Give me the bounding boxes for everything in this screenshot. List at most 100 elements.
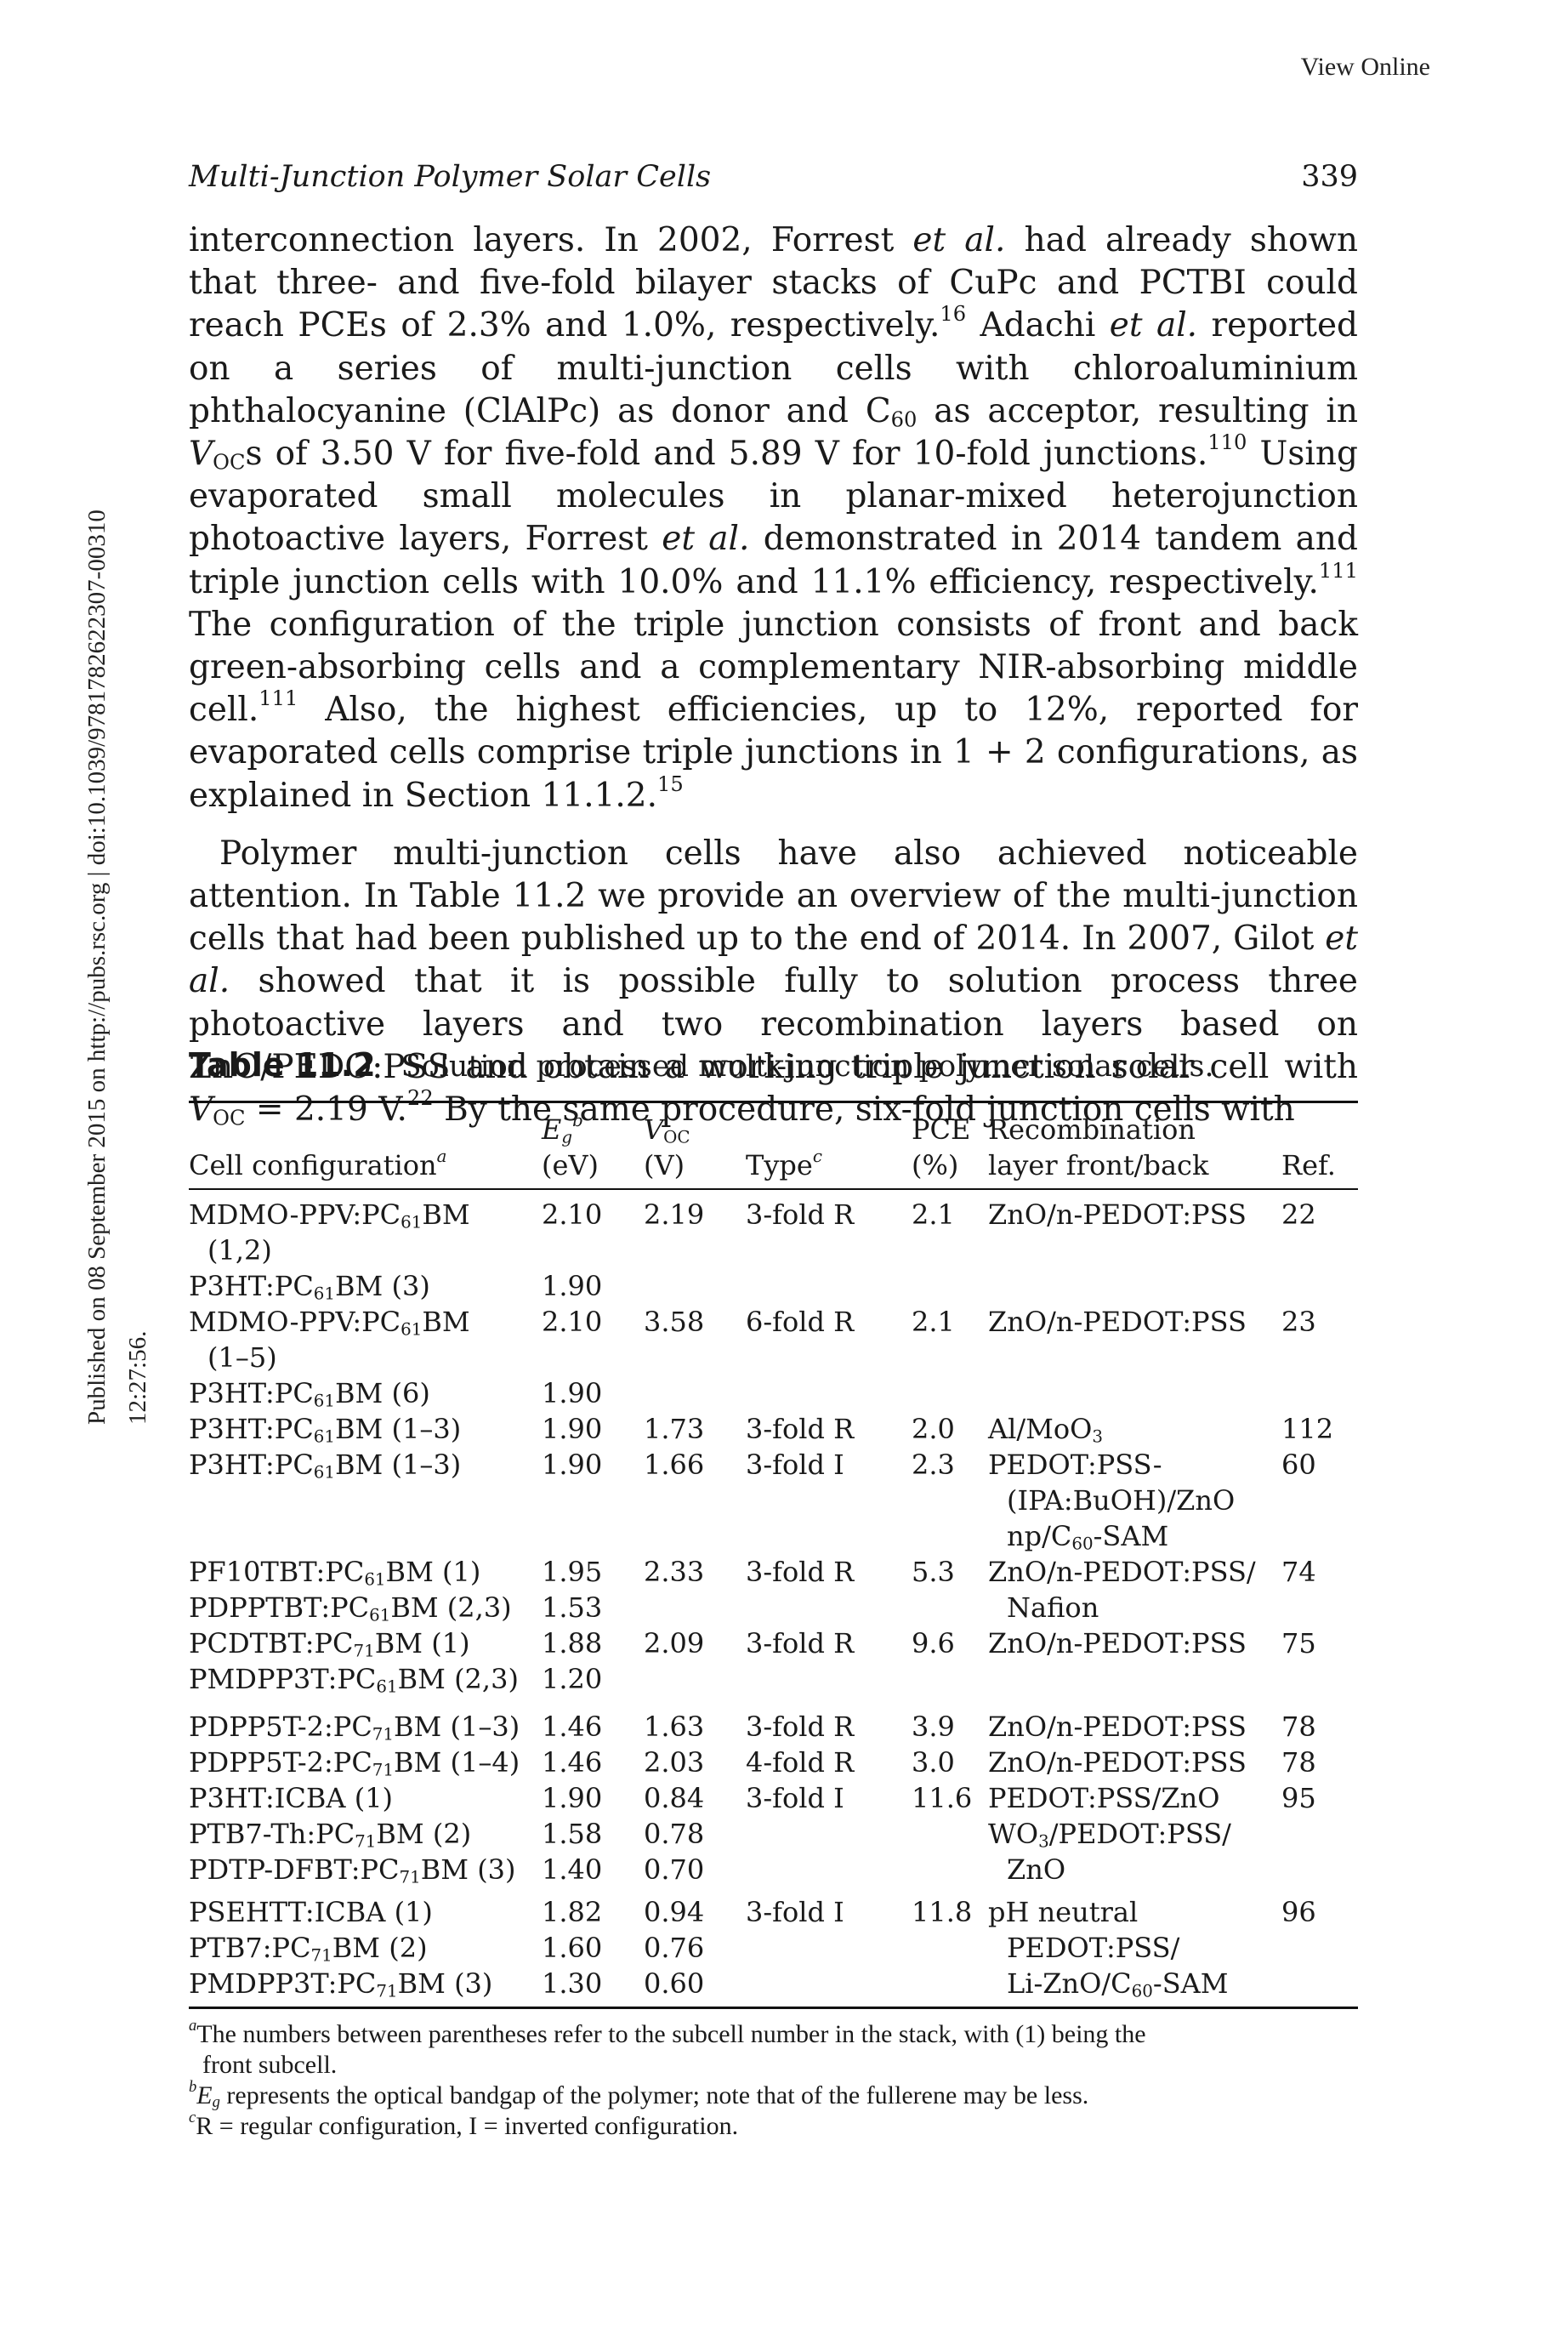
text-run: Also, the highest efficiencies, up to 12… [189,691,1358,815]
cell-config: P3HT:PC61BM (1–3) [189,1413,462,1447]
table-footnotes: aThe numbers between parentheses refer t… [189,2017,1358,2142]
table-row: P3HT:PC61BM (3) 1.90 [189,1268,1358,1304]
cell-voc: 3.58 [644,1306,705,1338]
running-title: Multi-Junction Polymer Solar Cells [189,160,712,194]
subscript: 60 [890,407,918,432]
cell-recombination: Li-ZnO/C60-SAM [1007,1967,1229,2001]
cell-ref: 96 [1281,1896,1316,1928]
cell-eg: 1.90 [542,1270,603,1302]
et-al: et al. [912,221,1006,259]
table-row: P3HT:ICBA (1) 1.90 0.84 3-fold I 11.6 PE… [189,1780,1358,1816]
cell-pce: 11.8 [912,1896,973,1928]
cell-eg: 1.90 [542,1449,603,1481]
data-table: Cell configurationa Egb(eV) VOC(V) Typec… [189,1103,1358,2007]
cell-eg: 1.60 [542,1932,603,1964]
cell-voc: 1.63 [644,1711,705,1743]
et-al: et al. [662,520,750,559]
citation-ref[interactable]: 111 [1318,558,1358,583]
cell-eg: 1.40 [542,1853,603,1886]
cell-eg: 2.10 [542,1306,603,1338]
cell-eg: 1.30 [542,1967,603,2000]
footnote-c: cR = regular configuration, I = inverted… [189,2109,739,2140]
cell-ref: 78 [1281,1711,1316,1743]
header-voc: VOC(V) [644,1113,690,1181]
voc-symbol: V [189,435,213,474]
citation-ref[interactable]: 110 [1207,430,1247,454]
cell-recombination: Nafion [1007,1591,1099,1624]
cell-config: PTB7-Th:PC71BM (2) [189,1818,472,1852]
cell-pce: 11.6 [912,1782,973,1814]
et-al: et al. [1109,306,1198,345]
text-run: By the same procedure, six-fold junction… [433,1090,1295,1130]
cell-pce: 5.3 [912,1556,955,1588]
table-row: PDPPTBT:PC61BM (2,3) 1.53 Nafion [189,1590,1358,1625]
cell-voc: 2.03 [644,1746,705,1779]
cell-config: PTB7:PC71BM (2) [189,1932,428,1966]
text-run: s of 3.50 V for five-fold and 5.89 V for… [245,435,1208,474]
header-eg: Egb(eV) [542,1111,599,1181]
cell-type: 3-fold I [746,1782,844,1814]
table-row: PCDTBT:PC71BM (1) 1.88 2.09 3-fold R 9.6… [189,1625,1358,1661]
subscript: OC [213,1106,246,1130]
cell-recombination: ZnO/n-PEDOT:PSS/ [988,1556,1256,1588]
text-run: Adachi [966,306,1110,345]
side-margin-line-1: Published on 08 September 2015 on http:/… [83,509,111,1425]
cell-recombination: ZnO/n-PEDOT:PSS [988,1306,1247,1338]
cell-recombination: ZnO/n-PEDOT:PSS [988,1746,1247,1779]
et-al: et al. [189,919,1358,1001]
citation-ref[interactable]: 15 [657,771,684,796]
cell-eg: 1.90 [542,1782,603,1814]
text-run: reported on a series of multi-junction c… [189,306,1359,430]
cell-ref: 112 [1281,1413,1334,1445]
voc-symbol: V [189,1090,213,1130]
table-row: PDPP5T-2:PC71BM (1–4) 1.46 2.03 4-fold R… [189,1745,1358,1780]
cell-voc: 1.73 [644,1413,705,1445]
table-row: MDMO-PPV:PC61BM(1,2) 2.10 2.19 3-fold R … [189,1189,1358,1268]
cell-pce: 2.3 [912,1449,955,1481]
view-online-link[interactable]: View Online [1300,53,1430,81]
text-run: had already shown that three- and five-f… [189,221,1358,345]
cell-config: P3HT:PC61BM (3) [189,1270,430,1304]
cell-recombination: ZnO/n-PEDOT:PSS [988,1627,1247,1659]
table-header-row: Cell configurationa Egb(eV) VOC(V) Typec… [189,1103,1358,1189]
cell-voc: 0.70 [644,1853,705,1886]
text-run: as acceptor, resulting in [917,391,1359,430]
cell-eg: 1.88 [542,1627,603,1659]
cell-config: P3HT:PC61BM (1–3) [189,1449,462,1483]
table-bottom-rule [189,2007,1358,2009]
cell-eg: 1.46 [542,1711,603,1743]
cell-pce: 3.9 [912,1711,955,1743]
cell-eg: 2.10 [542,1198,603,1231]
cell-pce: 2.0 [912,1413,955,1445]
table-row: P3HT:PC61BM (1–3) 1.90 1.73 3-fold R 2.0… [189,1411,1358,1447]
page-number: 339 [1301,160,1358,194]
cell-recombination: PEDOT:PSS/ [1007,1932,1180,1964]
cell-config: MDMO-PPV:PC61BM(1,2) [189,1198,470,1267]
table-row: P3HT:PC61BM (1–3) 1.90 1.66 3-fold I 2.3… [189,1447,1358,1554]
table-row: PMDPP3T:PC71BM (3) 1.30 0.60 Li-ZnO/C60-… [189,1966,1358,2007]
cell-pce: 2.1 [912,1306,955,1338]
footnote-a: aThe numbers between parentheses refer t… [189,2017,1146,2048]
citation-ref[interactable]: 22 [406,1085,434,1110]
cell-ref: 22 [1281,1198,1316,1231]
cell-type: 3-fold R [746,1627,855,1659]
text-run: The configuration of the triple junction… [189,605,1358,730]
cell-ref: 95 [1281,1782,1316,1814]
text-run: Using evaporated small molecules in plan… [189,435,1358,559]
cell-voc: 2.09 [644,1627,705,1659]
citation-ref[interactable]: 16 [940,302,967,327]
cell-type: 3-fold R [746,1413,855,1445]
cell-config: MDMO-PPV:PC61BM(1–5) [189,1306,470,1374]
header-cell-configuration: Cell configurationa [189,1147,447,1181]
cell-type: 3-fold R [746,1711,855,1743]
table-caption-text: Solution processed multi-junction polyme… [401,1050,1214,1084]
citation-ref[interactable]: 111 [258,686,298,711]
header-ref: Ref. [1281,1149,1336,1181]
cell-ref: 60 [1281,1449,1316,1481]
header-pce: PCE(%) [912,1113,971,1181]
cell-voc: 1.66 [644,1449,705,1481]
running-head: Multi-Junction Polymer Solar Cells 339 [189,160,1358,194]
